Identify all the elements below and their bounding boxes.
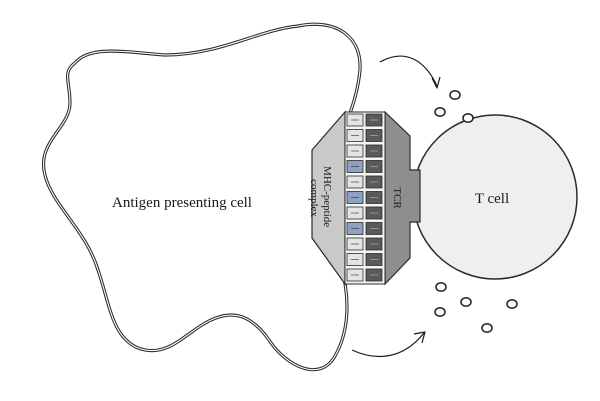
cytokine-droplet-icon — [506, 298, 518, 309]
cytokine-droplet-icon — [434, 306, 446, 317]
tcr-complex: TCR — [384, 110, 421, 286]
t-cell-label: T cell — [475, 191, 509, 207]
cytokine-droplet-icon — [460, 296, 472, 307]
svg-text:MHC-peptide complex: MHC-peptide complex — [308, 166, 333, 230]
mhc-label-line2: complex — [308, 179, 320, 217]
mhc-peptide-complex: MHC-peptide complex — [308, 110, 346, 286]
tcr-label: TCR — [391, 187, 403, 209]
cytokine-droplet-icon — [435, 281, 447, 292]
apc-label: Antigen presenting cell — [112, 195, 252, 211]
cytokine-droplet-icon — [462, 113, 474, 124]
curved-arrow-icon — [351, 331, 426, 357]
cytokine-group — [434, 90, 518, 333]
antigen-presenting-cell — [41, 22, 362, 372]
cytokine-droplet-icon — [434, 107, 446, 118]
cytokine-droplet-icon — [449, 90, 461, 101]
cytokine-droplet-icon — [481, 322, 493, 333]
curved-arrow-icon — [379, 55, 441, 89]
mhc-label-line1: MHC-peptide — [321, 166, 333, 227]
receptor-grid — [344, 111, 386, 285]
